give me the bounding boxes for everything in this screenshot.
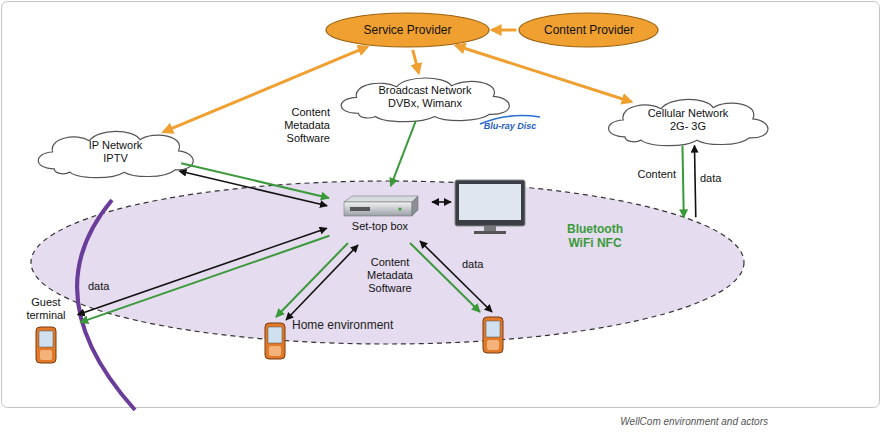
content-provider-ellipse: Content Provider bbox=[518, 12, 659, 48]
tv-screen bbox=[455, 180, 525, 234]
phone-icon bbox=[35, 326, 57, 364]
data-flow-arrow bbox=[694, 145, 695, 217]
data-arrow bbox=[432, 201, 451, 203]
node-text: Service Provider bbox=[363, 23, 451, 37]
node-text: IPTV bbox=[103, 152, 127, 165]
content-flow-arrow bbox=[682, 146, 683, 218]
node-text: Set-top box bbox=[352, 220, 408, 233]
content-flow-arrow bbox=[391, 121, 416, 186]
node-text: DVBx, Wimanx bbox=[388, 97, 462, 110]
edge-label: Content bbox=[628, 168, 676, 181]
provider-link bbox=[492, 29, 516, 32]
node-text: Guest terminal bbox=[15, 296, 77, 322]
node-text: IP Network bbox=[89, 139, 143, 152]
broadcast-network-cloud: Broadcast NetworkDVBx, Wimanx bbox=[330, 71, 520, 124]
edge-label: Content Metadata Software bbox=[250, 106, 330, 146]
home-environment-label: Home environment bbox=[292, 318, 416, 332]
figure-caption: WellCom environment and actors bbox=[540, 416, 768, 428]
phone-icon bbox=[483, 317, 503, 353]
flow-label: data bbox=[462, 258, 492, 271]
node-text: Cellular Network bbox=[648, 107, 729, 120]
bluray-logo-text: Blu-ray Disc bbox=[478, 121, 542, 132]
set-top-box: Set-top box bbox=[330, 188, 430, 240]
node-text: Broadcast Network bbox=[379, 84, 472, 97]
node-text: Content Provider bbox=[544, 23, 634, 37]
flow-label: Content Metadata Software bbox=[354, 256, 426, 296]
frame bbox=[2, 2, 880, 408]
phone-icon bbox=[265, 323, 285, 359]
ip-network-cloud: IP NetworkIPTV bbox=[28, 124, 203, 180]
guest-terminal: Guest terminal bbox=[15, 285, 77, 375]
node-text: 2G- 3G bbox=[670, 120, 706, 133]
edge-label: data bbox=[88, 280, 118, 293]
provider-link bbox=[413, 50, 419, 73]
set-top-box-icon bbox=[340, 194, 420, 220]
edge-label: data bbox=[700, 172, 730, 185]
link-types-text: Bluetooth WiFi NFC bbox=[558, 222, 632, 251]
service-provider-ellipse: Service Provider bbox=[325, 12, 490, 48]
